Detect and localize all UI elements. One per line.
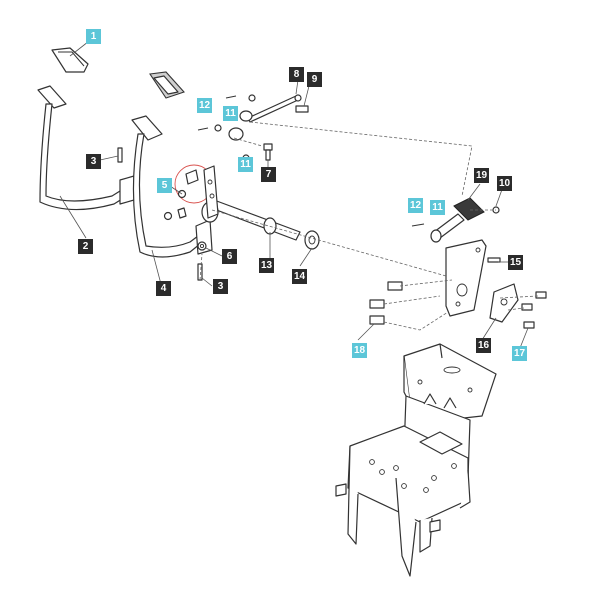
callout-4: 4	[156, 281, 171, 296]
part-cover-16	[489, 283, 519, 323]
part-bushing-14	[304, 230, 320, 250]
part-pedal-arm-2	[37, 85, 135, 211]
callout-19: 19	[474, 168, 489, 183]
part-clip-9	[295, 105, 309, 113]
part-screw-17	[521, 291, 547, 329]
part-pedal-pad-1	[51, 47, 89, 73]
callout-3-lower: 3	[213, 279, 228, 294]
callout-9: 9	[307, 72, 322, 87]
callout-2: 2	[78, 239, 93, 254]
part-lever-19	[430, 197, 500, 243]
callout-11-b: 11	[238, 157, 253, 172]
callout-12-b: 12	[408, 198, 423, 213]
callout-5: 5	[157, 178, 172, 193]
part-pedal-arm-4	[131, 115, 213, 258]
callout-14: 14	[292, 269, 307, 284]
callout-16: 16	[476, 338, 491, 353]
part-bolt-5	[163, 189, 187, 221]
assembly-dashed-lines	[199, 121, 539, 331]
part-bracket-5	[174, 164, 219, 219]
part-pin-3-upper	[117, 147, 123, 163]
part-plate-15	[445, 239, 501, 317]
callout-11-a: 11	[223, 106, 238, 121]
part-washer-6	[197, 241, 207, 251]
part-rod-8	[247, 94, 302, 123]
callout-6: 6	[222, 249, 237, 264]
part-bolt-18	[369, 281, 403, 325]
callout-15: 15	[508, 255, 523, 270]
callout-17: 17	[512, 346, 527, 361]
callout-10: 10	[497, 176, 512, 191]
callout-1: 1	[86, 29, 101, 44]
part-pedal-pad-4	[149, 71, 185, 99]
part-pin-12	[197, 95, 425, 227]
callout-3-upper: 3	[86, 154, 101, 169]
callout-7: 7	[261, 167, 276, 182]
callout-8: 8	[289, 67, 304, 82]
part-clevis-11	[214, 94, 256, 162]
callout-13: 13	[259, 258, 274, 273]
callout-12-a: 12	[197, 98, 212, 113]
part-bolt-7	[263, 143, 273, 161]
part-frame-weldment	[335, 343, 497, 577]
callout-18: 18	[352, 343, 367, 358]
callout-11-c: 11	[430, 200, 445, 215]
